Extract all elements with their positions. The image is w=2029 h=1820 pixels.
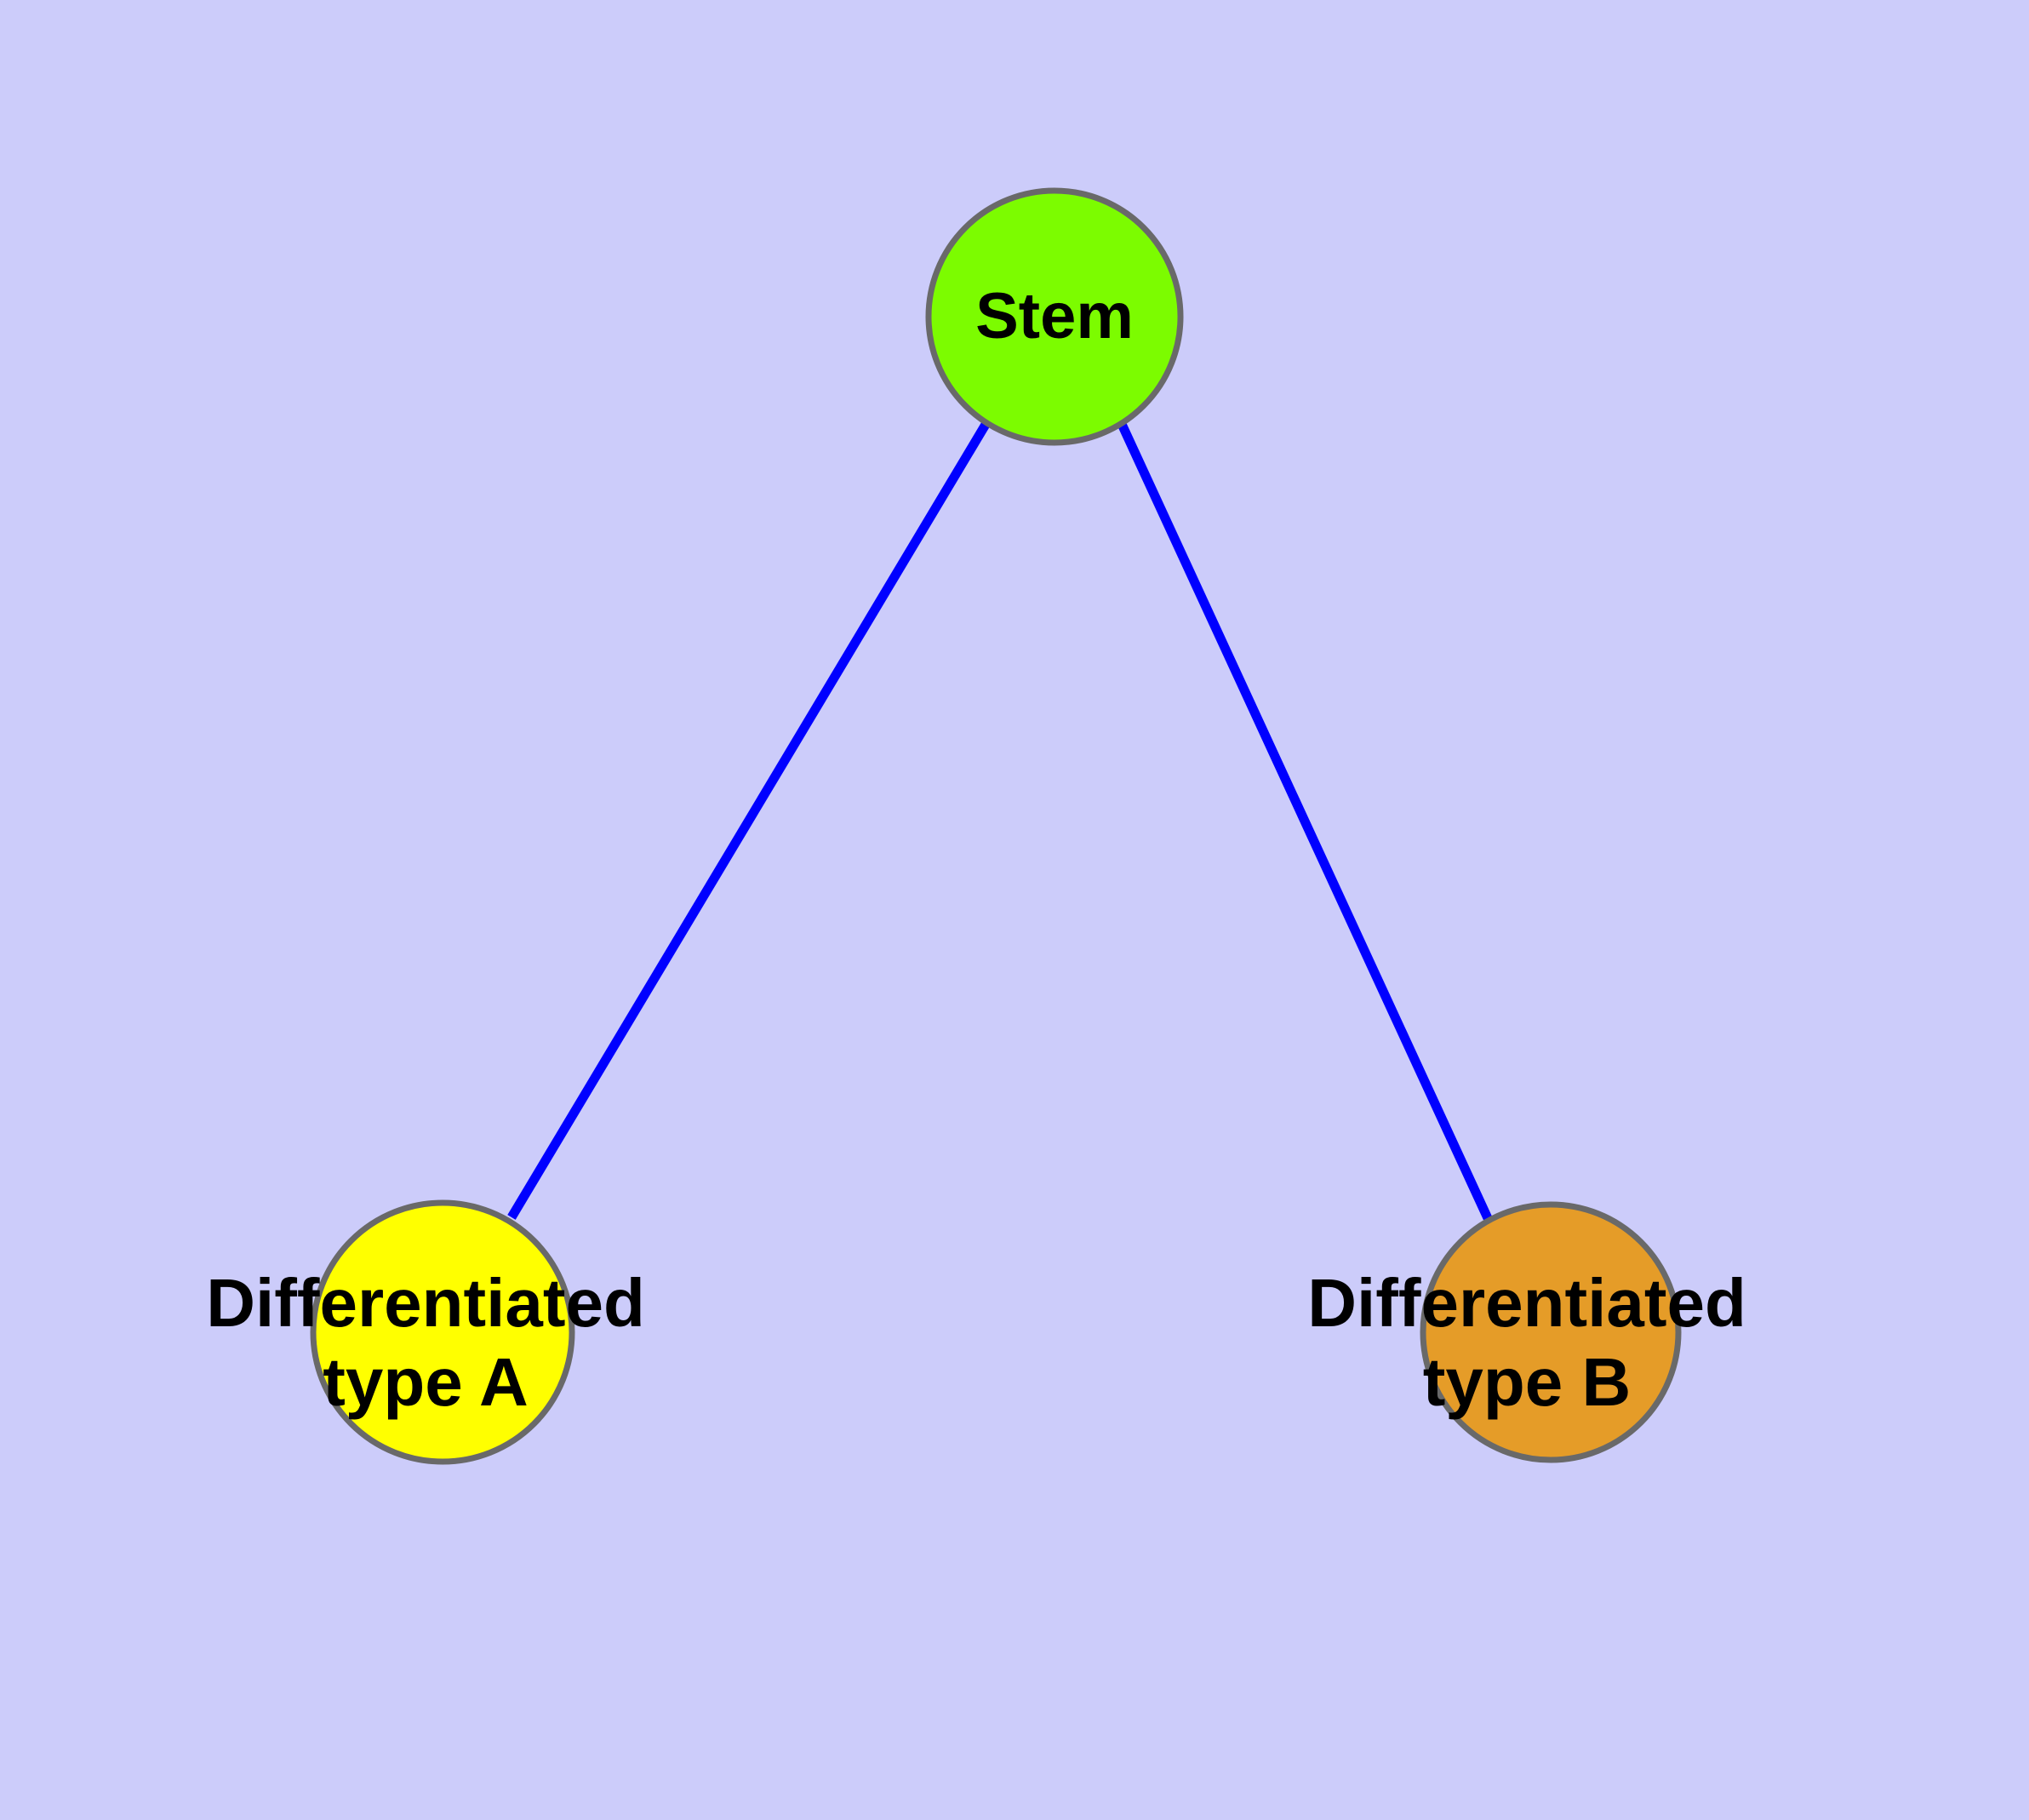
edge-stem-to-type-b — [1117, 420, 1492, 1221]
node-diff-type-a-circle[interactable] — [310, 1199, 575, 1465]
node-diff-type-b-circle[interactable] — [1420, 1201, 1682, 1463]
edge-layer — [507, 420, 1492, 1221]
node-stem-circle[interactable] — [925, 187, 1184, 446]
node-layer — [310, 187, 1682, 1465]
edge-stem-to-type-a — [507, 421, 991, 1220]
